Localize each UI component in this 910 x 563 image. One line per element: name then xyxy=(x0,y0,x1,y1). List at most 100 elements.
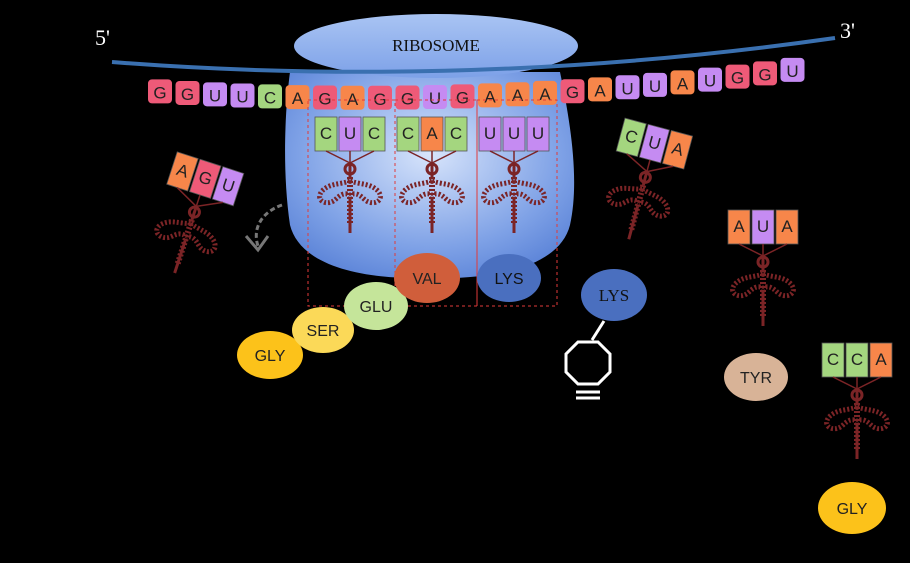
peptide-chain: GLY SER GLU VAL LYS xyxy=(237,253,541,379)
anticodon-base-label: C xyxy=(368,124,380,143)
mrna-base: C xyxy=(258,84,282,109)
anticodon-base: U xyxy=(751,209,775,245)
trna-body xyxy=(146,197,225,282)
mrna-base: U xyxy=(615,75,640,100)
mrna-base: A xyxy=(285,85,310,110)
mrna-base-label: U xyxy=(429,89,441,108)
mrna-base: G xyxy=(313,85,337,110)
amino-acid-val xyxy=(394,253,460,303)
free-amino-acid-tyr xyxy=(724,353,788,401)
mrna-base-label: G xyxy=(153,83,166,102)
anticodon-base-label: U xyxy=(757,217,769,236)
amino-acid-lys xyxy=(477,254,541,302)
anticodon-base: U xyxy=(338,116,362,152)
mrna-base-label: G xyxy=(731,69,744,88)
a-site-box xyxy=(476,99,558,307)
three-prime-label: 3' xyxy=(840,18,855,43)
mrna-base: A xyxy=(533,80,557,105)
mrna-base: U xyxy=(423,85,447,110)
anticodon-base-label: C xyxy=(623,126,640,148)
mrna-base-label: U xyxy=(236,88,248,107)
free-amino-acid-tyr-label: TYR xyxy=(740,370,772,387)
mrna-base: G xyxy=(395,85,420,110)
mrna-base: U xyxy=(643,72,667,97)
mrna-base-label: U xyxy=(649,77,661,96)
mrna-base-label: G xyxy=(566,83,579,102)
anticodon-base: A xyxy=(727,209,751,245)
free-amino-acid-gly-label: GLY xyxy=(837,501,868,518)
anticodon-base: A xyxy=(775,209,799,245)
anticodon-base-label: U xyxy=(484,124,496,143)
anticodon-base-label: U xyxy=(344,124,356,143)
curved-arrow-icon xyxy=(244,203,283,253)
mrna-base: G xyxy=(753,61,777,86)
anticodon-base: C xyxy=(314,116,338,152)
cyclooctyne-icon xyxy=(564,320,612,400)
anticodon-base: U xyxy=(502,116,526,152)
incoming-amino-acid-label: LYS xyxy=(599,286,629,305)
mrna-base-label: A xyxy=(347,90,359,109)
free-amino-acid-gly xyxy=(818,482,886,534)
mrna-base-label: U xyxy=(621,79,633,98)
trna-body xyxy=(733,256,794,326)
anticodon-base: C xyxy=(362,116,386,152)
five-prime-label: 5' xyxy=(95,25,110,50)
anticodon-base: A xyxy=(166,151,199,192)
mrna-base: A xyxy=(478,83,502,108)
anticodon-base: U xyxy=(638,123,670,164)
mrna-base-label: C xyxy=(264,88,276,107)
mrna-base-label: A xyxy=(539,85,551,104)
amino-acid-val-label: VAL xyxy=(412,271,441,288)
mrna-base-label: G xyxy=(318,90,331,109)
mrna-base: U xyxy=(698,67,722,92)
anticodon-base: U xyxy=(211,166,245,207)
anticodon-base: C xyxy=(444,116,468,152)
anticodon-base-label: C xyxy=(851,350,863,369)
anticodon-base-label: A xyxy=(875,350,887,369)
amino-acid-glu xyxy=(344,282,408,330)
mrna-base-label: U xyxy=(704,72,716,91)
ribosome-small-subunit xyxy=(294,14,578,78)
mrna-base-label: U xyxy=(209,86,221,105)
mrna-base: U xyxy=(230,83,255,108)
anticodon-base: U xyxy=(526,116,550,152)
amino-acid-ser xyxy=(292,307,354,353)
amino-acid-glu-label: GLU xyxy=(360,299,393,316)
mrna-base-label: A xyxy=(292,89,304,108)
anticodon-base: C xyxy=(821,342,845,378)
mrna-base: U xyxy=(780,57,805,82)
mrna-base-label: A xyxy=(594,81,606,100)
anticodon-base-label: C xyxy=(450,124,462,143)
amino-acid-ser-label: SER xyxy=(307,323,340,340)
mrna-base: A xyxy=(340,85,365,110)
anticodon-base-label: A xyxy=(733,217,745,236)
mrna-base-label: G xyxy=(758,65,771,84)
mrna-base: U xyxy=(203,82,227,107)
mrna-base: A xyxy=(588,77,612,102)
anticodon-base: C xyxy=(615,117,647,158)
mrna-base-label: G xyxy=(181,85,194,104)
anticodon-base-label: G xyxy=(196,167,214,189)
trna-body xyxy=(599,164,676,247)
ribosome-label: RIBOSOME xyxy=(392,36,480,55)
anticodon-base-label: A xyxy=(781,217,793,236)
anticodon-base-label: A xyxy=(426,124,438,143)
mrna-base-label: A xyxy=(484,87,496,106)
anticodon-base-label: C xyxy=(402,124,414,143)
anticodon-base-label: U xyxy=(508,124,520,143)
anticodon-base: A xyxy=(869,342,893,378)
amino-acid-lys-label: LYS xyxy=(494,271,523,288)
anticodon-base: A xyxy=(662,130,694,170)
mrna-base-label: U xyxy=(786,62,798,81)
mrna-base: G xyxy=(175,80,200,105)
anticodon-base-label: U xyxy=(532,124,544,143)
mrna-base: G xyxy=(450,84,475,109)
anticodon-base-label: U xyxy=(219,175,237,197)
mrna-base: G xyxy=(560,79,585,104)
anticodon-base: C xyxy=(396,116,420,152)
